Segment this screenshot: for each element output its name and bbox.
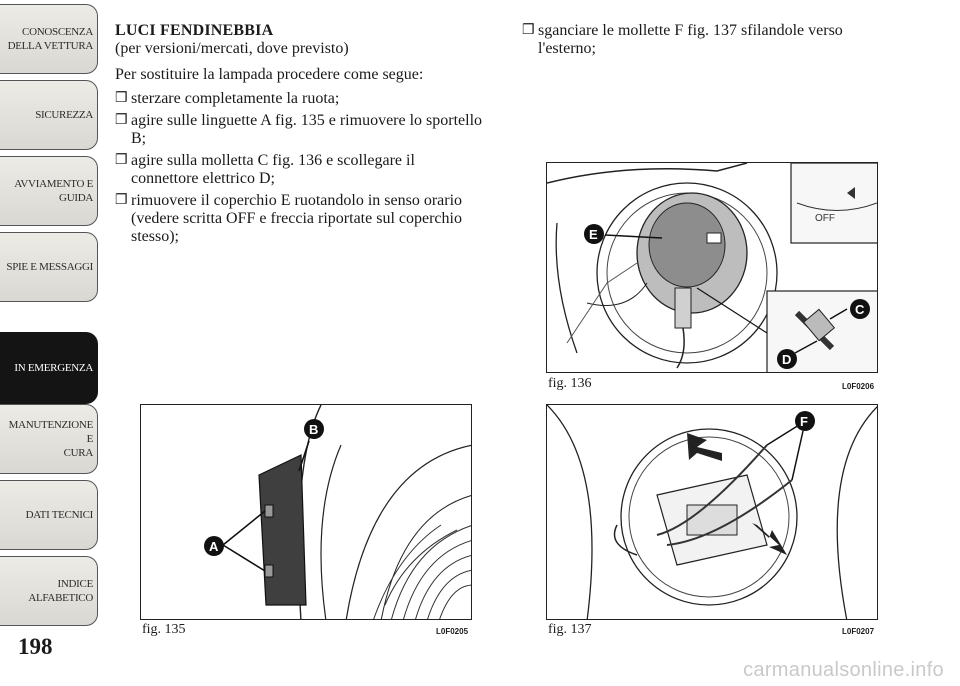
- tab-label: CONOSCENZA DELLA VETTURA: [7, 26, 94, 52]
- tab-label: AVVIAMENTO E GUIDA: [14, 178, 93, 204]
- figure-135-code: L0F0205: [436, 627, 469, 636]
- left-text-column: LUCI FENDINEBBIA (per versioni/mercati, …: [115, 22, 485, 250]
- tab-label: MANUTENZIONE E CURA: [8, 419, 94, 459]
- callout-f-badge: [795, 411, 815, 431]
- step-text: sterzare completamente la ruota;: [131, 90, 340, 107]
- tab-manutenzione-e-cura[interactable]: MANUTENZIONE E CURA: [0, 404, 98, 474]
- callout-a-badge: [204, 536, 224, 556]
- step-text: agire sulle linguette A fig. 135 e rimuo…: [131, 112, 483, 147]
- step-text: rimuovere il coperchio E ruotandolo in s…: [131, 192, 463, 245]
- callout-c-label: C: [855, 302, 865, 317]
- figure-136-caption: fig. 136: [548, 376, 592, 391]
- callout-c-badge: [850, 299, 870, 319]
- checkbox-bullet-icon: ❒: [115, 113, 128, 128]
- chapter-sidebar: CONOSCENZA DELLA VETTURA SICUREZZA AVVIA…: [0, 0, 100, 686]
- callout-b-label: B: [309, 422, 318, 437]
- callout-b-badge: [304, 419, 324, 439]
- callout-d-label: D: [782, 352, 791, 367]
- tab-label: DATI TECNICI: [25, 509, 94, 521]
- page-number: 198: [18, 634, 53, 659]
- list-item: ❒agire sulle linguette A fig. 135 e rimu…: [115, 112, 485, 148]
- figure-136-code: L0F0206: [842, 382, 875, 391]
- figure-135-caption: fig. 135: [142, 622, 186, 637]
- section-title: LUCI FENDINEBBIA: [115, 22, 274, 39]
- callout-e-badge: [584, 224, 604, 244]
- tab-spie-e-messaggi[interactable]: SPIE E MESSAGGI: [0, 232, 98, 302]
- tab-label: INDICE ALFABETICO: [28, 578, 93, 604]
- inset-off-text: OFF: [815, 213, 835, 224]
- tab-conoscenza-della-vettura[interactable]: CONOSCENZA DELLA VETTURA: [0, 4, 98, 74]
- list-item: ❒sganciare le mollette F fig. 137 sfilan…: [522, 22, 902, 58]
- tab-dati-tecnici[interactable]: DATI TECNICI: [0, 480, 98, 550]
- checkbox-bullet-icon: ❒: [522, 23, 535, 38]
- intro-text: Per sostituire la lampada procedere come…: [115, 66, 424, 83]
- callout-e-label: E: [589, 227, 598, 242]
- tab-label: IN EMERGENZA: [14, 362, 93, 374]
- checkbox-bullet-icon: ❒: [115, 153, 128, 168]
- checkbox-bullet-icon: ❒: [115, 91, 128, 106]
- list-item: ❒agire sulla molletta C fig. 136 e scoll…: [115, 152, 485, 188]
- watermark: carmanualsonline.info: [743, 659, 944, 681]
- callout-f-label: F: [800, 414, 808, 429]
- lamp-clips-drawing: F: [547, 405, 877, 619]
- figure-137-code: L0F0207: [842, 627, 875, 636]
- step-text: sganciare le mollette F fig. 137 sfiland…: [538, 22, 843, 57]
- callout-d-badge: [777, 349, 797, 369]
- checkbox-bullet-icon: ❒: [115, 193, 128, 208]
- section-subtitle: (per versioni/mercati, dove previsto): [115, 40, 349, 57]
- figure-137-caption: fig. 137: [548, 622, 592, 637]
- tab-sicurezza[interactable]: SICUREZZA: [0, 80, 98, 150]
- tab-in-emergenza[interactable]: IN EMERGENZA: [0, 332, 98, 404]
- tab-indice-alfabetico[interactable]: INDICE ALFABETICO: [0, 556, 98, 626]
- list-item: ❒ rimuovere il coperchio E ruotandolo in…: [115, 192, 485, 246]
- step-text: agire sulla molletta C fig. 136 e scolle…: [131, 152, 415, 187]
- right-text-column: ❒sganciare le mollette F fig. 137 sfilan…: [522, 22, 902, 62]
- list-item: ❒sterzare completamente la ruota;: [115, 90, 485, 108]
- callout-a-label: A: [209, 539, 219, 554]
- figure-137-illustration: F: [546, 404, 878, 620]
- figure-135-illustration: A B: [140, 404, 472, 620]
- figure-136-illustration: OFF E C D: [546, 162, 878, 373]
- tab-label: SPIE E MESSAGGI: [6, 261, 93, 273]
- fog-light-cover-drawing: OFF E C D: [547, 163, 877, 372]
- tab-label: SICUREZZA: [35, 109, 93, 121]
- wheel-arch-drawing: A B: [204, 405, 471, 619]
- tab-avviamento-e-guida[interactable]: AVVIAMENTO E GUIDA: [0, 156, 98, 226]
